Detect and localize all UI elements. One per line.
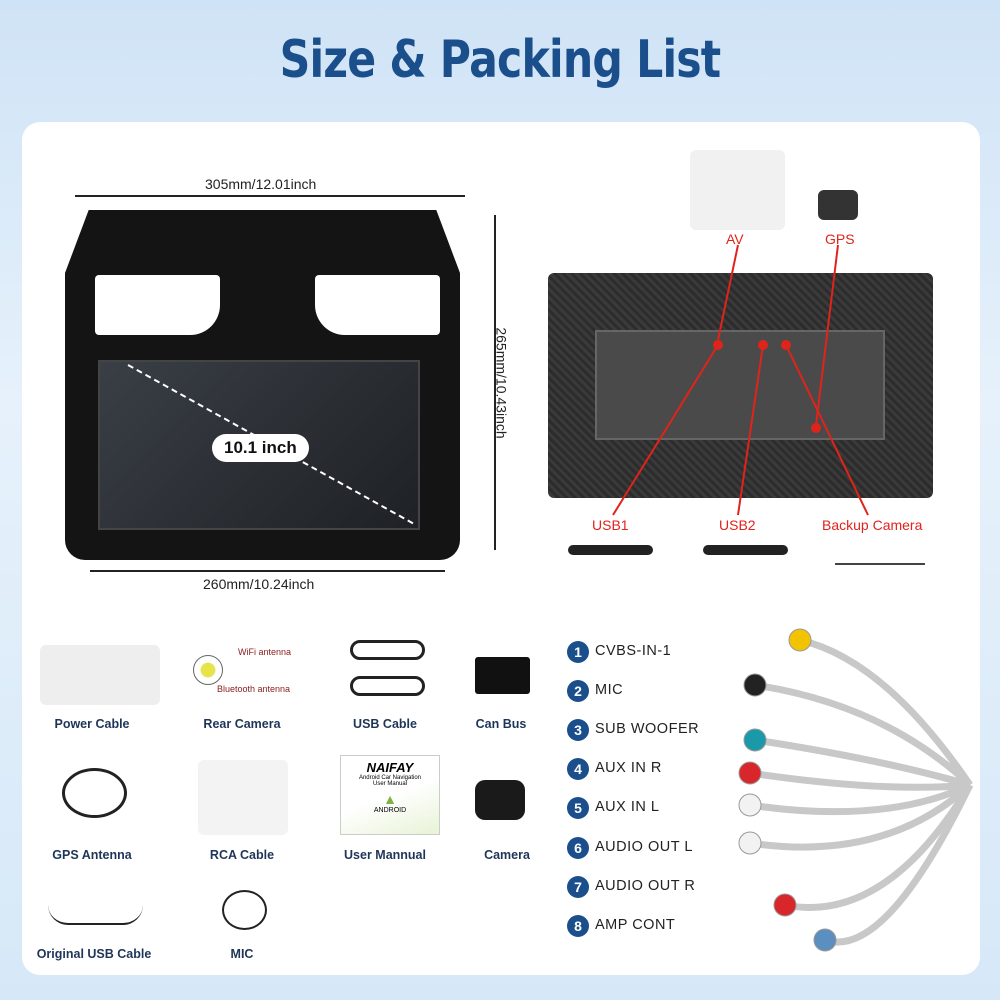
pin-label: AUDIO OUT L	[595, 839, 693, 855]
pin-number: 6	[567, 837, 589, 859]
pin-label: AUX IN R	[595, 760, 662, 776]
item-power-cable: Power Cable	[54, 717, 130, 731]
item-usb-cable: USB Cable	[353, 717, 417, 731]
rca-wire	[799, 636, 973, 787]
rca-connector	[788, 628, 812, 652]
width-top-label: 305mm/12.01inch	[205, 176, 317, 192]
manual-brand: NAIFAY	[366, 760, 414, 775]
usb2-cable-image	[703, 545, 788, 555]
gps-antenna-image	[818, 190, 858, 220]
pin-label: AUDIO OUT R	[595, 878, 696, 894]
item-original-usb-cable: Original USB Cable	[36, 947, 152, 961]
rca-wire	[749, 782, 973, 851]
pin-number: 4	[567, 758, 589, 780]
item-gps-antenna: GPS Antenna	[52, 848, 132, 862]
wifi-antenna-note: WiFi antenna	[238, 647, 292, 657]
rca-wire	[749, 781, 972, 816]
connection-lines	[612, 244, 869, 516]
mic-image	[222, 890, 267, 930]
gps-antenna-item-image	[62, 768, 127, 818]
rca-connector	[743, 673, 767, 697]
pin-number: 8	[567, 915, 589, 937]
pin-label: AMP CONT	[595, 917, 676, 933]
height-label: 265mm/10.43inch	[493, 327, 510, 439]
manual-os: ANDROID	[373, 807, 407, 814]
gps-label: GPS	[825, 231, 855, 247]
width-top-arrow	[75, 195, 465, 197]
item-user-manual: User Mannual	[344, 848, 426, 862]
usb2-label: USB2	[719, 517, 756, 533]
pin-label: SUB WOOFER	[595, 721, 700, 737]
rca-wire	[823, 783, 974, 946]
usb1-cable-image	[568, 545, 653, 555]
rca-connector	[738, 831, 762, 855]
pin-number: 1	[567, 641, 589, 663]
rca-connector	[738, 761, 762, 785]
pin-label: MIC	[595, 682, 624, 698]
width-bottom-arrow	[90, 570, 445, 572]
vent-right	[315, 275, 440, 335]
bluetooth-antenna-note: Bluetooth antenna	[217, 684, 291, 694]
vent-left	[95, 275, 220, 335]
can-bus-image	[475, 657, 530, 694]
item-rca-cable: RCA Cable	[209, 848, 275, 862]
pin-label: CVBS-IN-1	[595, 643, 672, 659]
rca-connector	[813, 928, 837, 952]
rca-connector	[738, 793, 762, 817]
backup-camera-cable-image	[835, 545, 925, 565]
rca-connector	[743, 728, 767, 752]
item-can-bus: Can Bus	[475, 717, 527, 731]
backup-camera-label: Backup Camera	[822, 517, 923, 533]
usb-cable-image-1	[350, 640, 425, 660]
rca-wire	[784, 783, 973, 911]
item-rear-camera: Rear Camera	[203, 717, 281, 731]
av-cable-image	[690, 150, 785, 230]
pin-number: 3	[567, 719, 589, 741]
height-arrow	[494, 215, 496, 550]
android-icon: ▲	[383, 791, 397, 807]
usb-cable-image-2	[350, 676, 425, 696]
camera-image	[475, 780, 525, 820]
pin-number: 5	[567, 797, 589, 819]
screen	[98, 360, 420, 530]
manual-subtitle: Android Car Navigation User Manual	[358, 775, 422, 787]
item-camera: Camera	[484, 848, 530, 862]
original-usb-cable-image	[48, 905, 143, 925]
unit-back-ports	[595, 330, 885, 440]
width-bottom-label: 260mm/10.24inch	[203, 576, 315, 592]
item-mic: MIC	[230, 947, 254, 961]
pin-number: 7	[567, 876, 589, 898]
av-label: AV	[726, 231, 744, 247]
user-manual-image: NAIFAY Android Car Navigation User Manua…	[340, 755, 440, 835]
rca-cable-image	[198, 760, 288, 835]
pin-number: 2	[567, 680, 589, 702]
power-cable-image	[40, 645, 160, 705]
rca-wire	[754, 681, 973, 788]
rca-cables-illustration	[738, 628, 974, 952]
rear-camera-image	[193, 655, 223, 685]
rca-wire	[749, 769, 971, 791]
screen-size-badge: 10.1 inch	[212, 434, 309, 462]
rca-wire	[754, 736, 971, 789]
page-title: Size & Packing List	[279, 30, 722, 90]
pin-label: AUX IN L	[595, 799, 660, 815]
rca-connector	[773, 893, 797, 917]
usb1-label: USB1	[592, 517, 629, 533]
